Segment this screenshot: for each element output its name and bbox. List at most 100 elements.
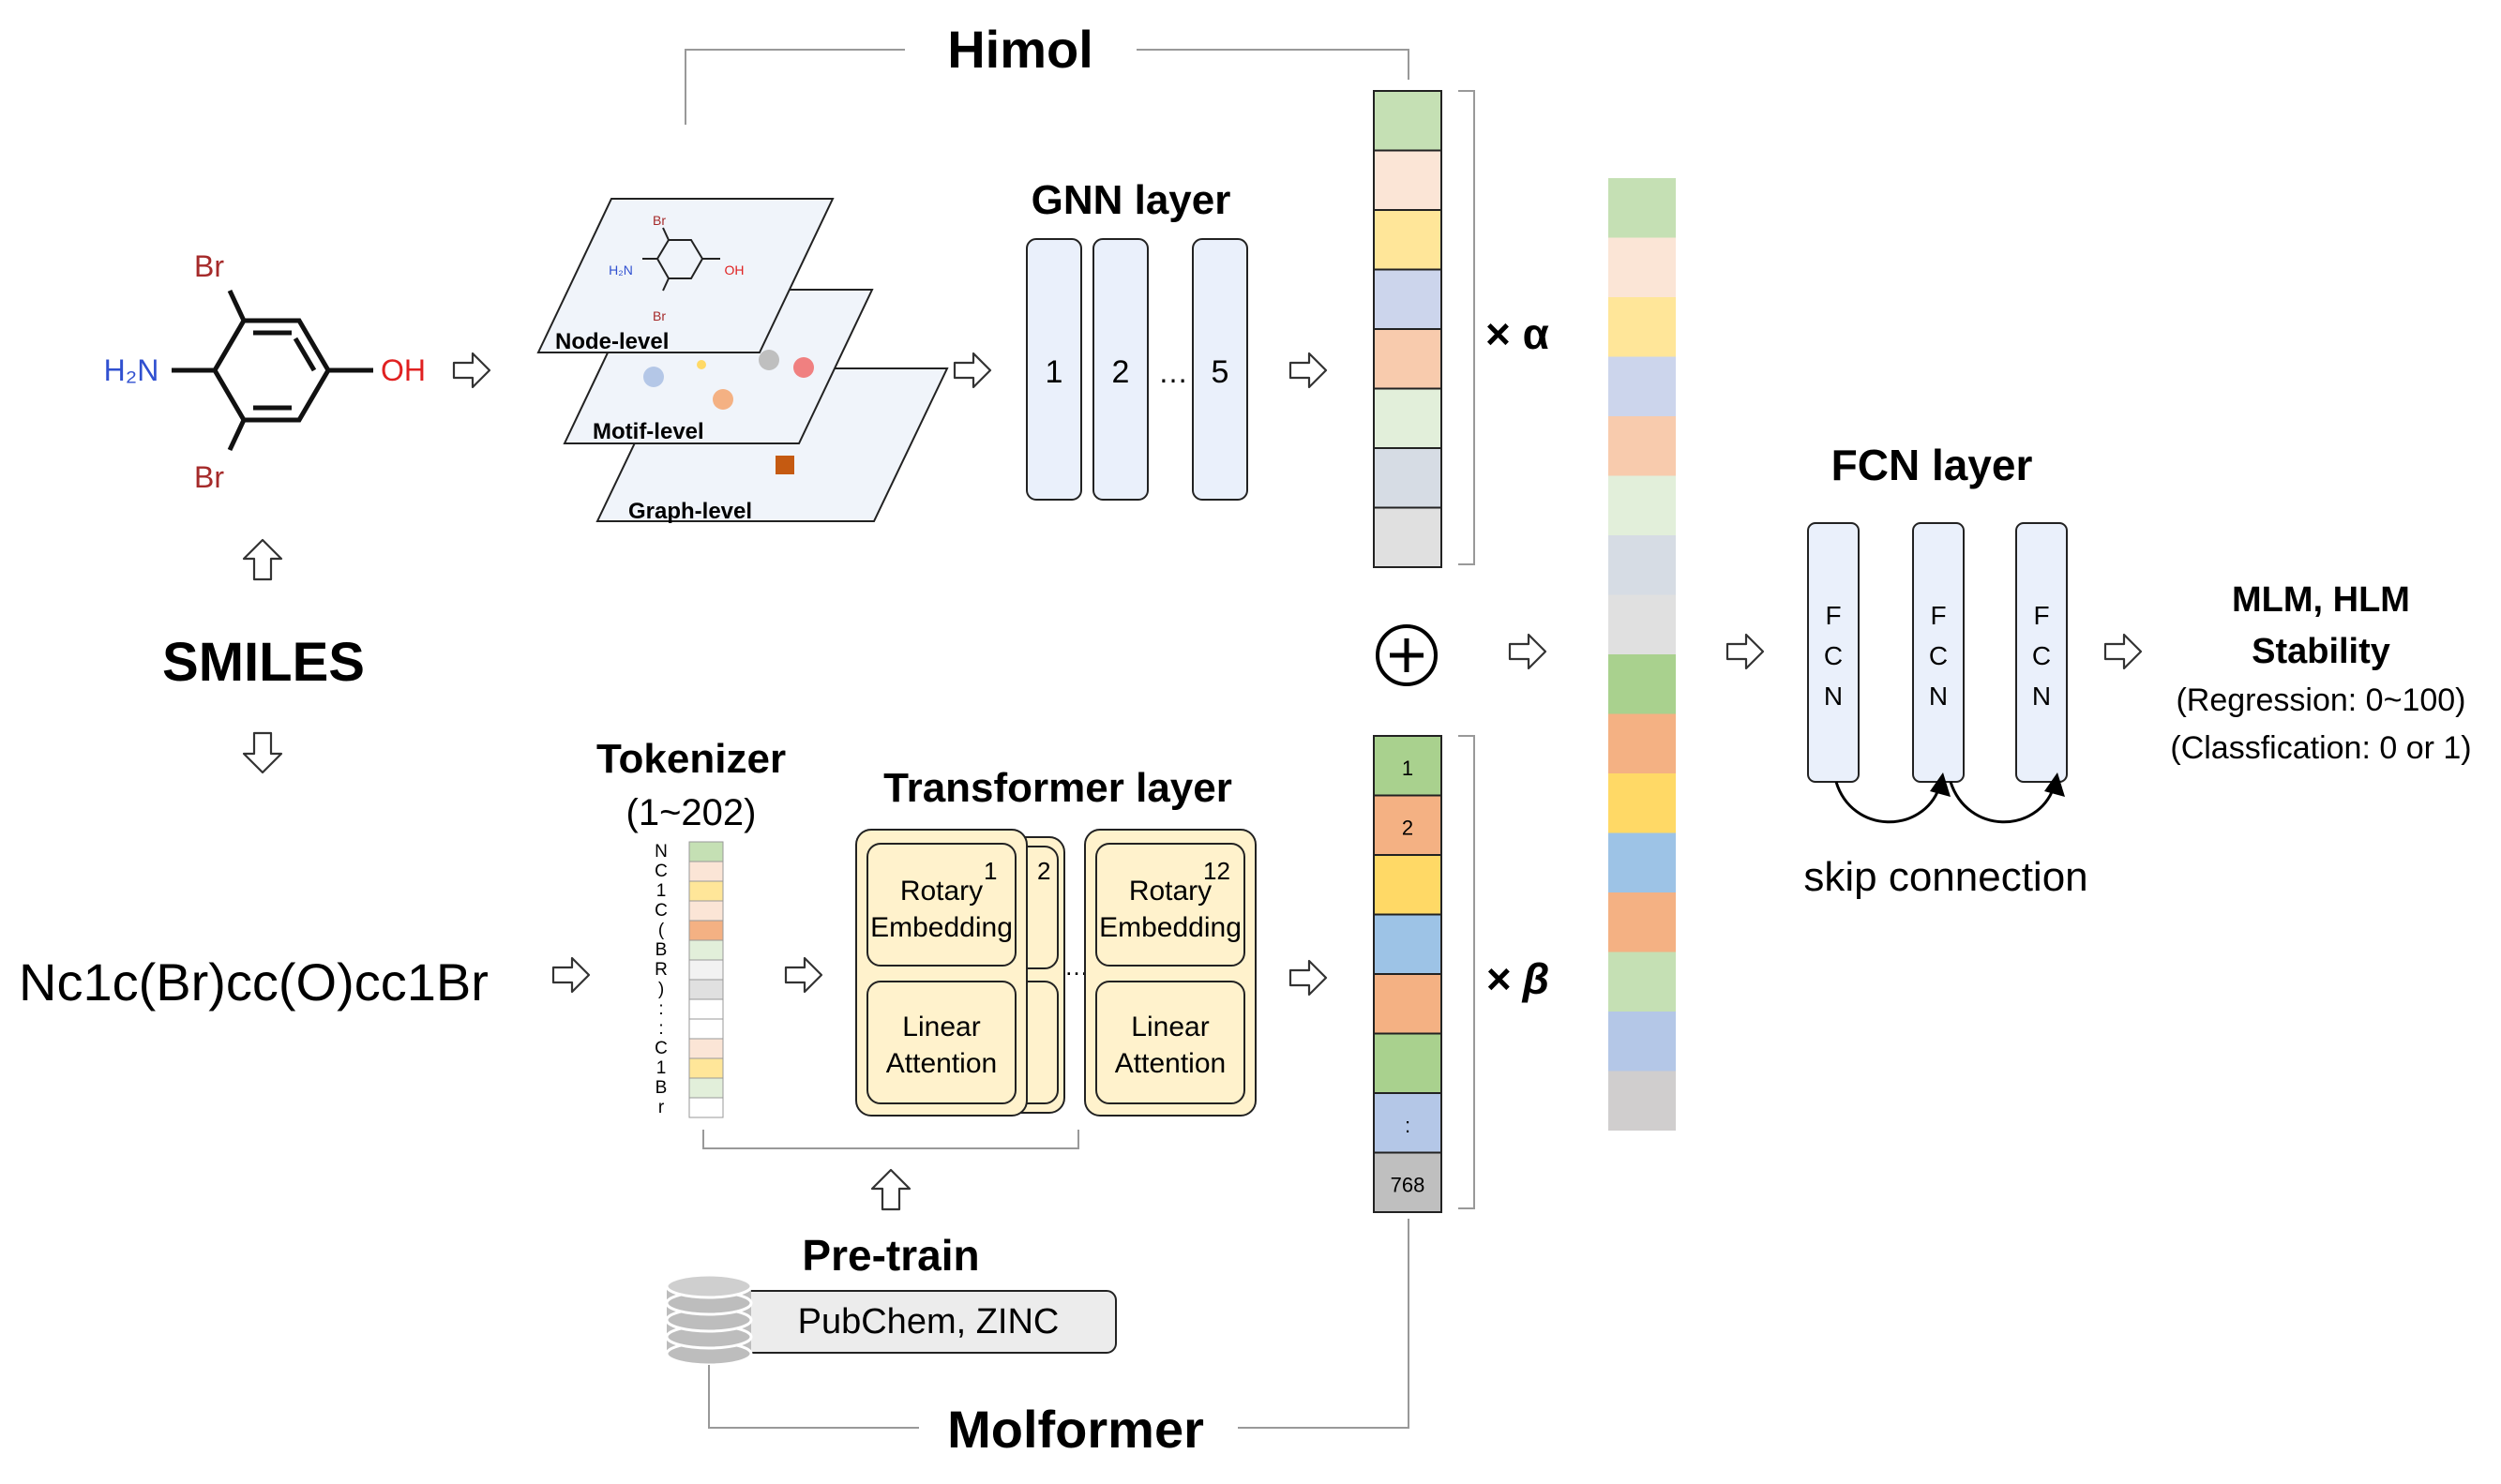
gnn-title: GNN layer [1032,177,1231,223]
linear-attention-label: Linear [1131,1012,1209,1042]
arrow-right-icon [1508,633,1547,670]
linear-attention-label: Attention [886,1048,997,1079]
up-arrow-icon [870,1168,912,1211]
molformer-vector-index: : [1405,1114,1410,1137]
arrow-right-icon [784,956,823,994]
beta-multiplier: × β [1485,954,1549,1003]
transformer-title: Transformer layer [883,765,1232,811]
arrow-right-icon [551,956,591,994]
token-cell [688,861,724,882]
gnn-ellipsis: … [1158,355,1188,389]
pretrain-bracket [702,1130,1079,1149]
gnn-vector-cell [1373,209,1442,271]
molformer-vector-cell [1373,1151,1442,1213]
token-letter: 1 [656,1058,667,1078]
token-cell [688,998,724,1020]
gnn-vector-cell [1373,506,1442,568]
rotary-embedding-label: Rotary [900,876,983,907]
rotary-embedding-label: Embedding [1099,912,1242,943]
gnn-vector-cell [1373,447,1442,509]
molecule-structure [172,289,373,452]
output-classification: (Classfication: 0 or 1) [2170,730,2471,766]
token-cell [688,1018,724,1040]
token-letter: ) [658,980,664,999]
gnn-output-vector [1373,90,1442,568]
concat-vector-cell [1608,297,1676,357]
arrow-right-icon [452,352,491,389]
fcn-letter: C [2032,641,2051,670]
molformer-vector-index: 1 [1402,757,1413,780]
token-cell [688,1038,724,1059]
down-arrow-icon [242,731,283,774]
molecule-nh2: H₂N [104,353,159,387]
token-cell [688,939,724,961]
gnn-block: 5 [1192,238,1248,501]
beta-bracket [1458,735,1475,1209]
fcn-letter: N [1824,682,1843,711]
arrow-right-icon [1725,633,1765,670]
molformer-vector-cell [1373,1032,1442,1094]
svg-text:1: 1 [1046,354,1063,390]
token-cell [688,1077,724,1099]
token-letter: 1 [656,881,667,901]
concat-vector-cell [1608,416,1676,476]
smiles-string: Nc1c(Br)cc(O)cc1Br [19,952,489,1012]
token-letter: ( [658,921,665,940]
rotary-embedding-label: Rotary [1129,876,1212,907]
concat-vector-cell [1608,475,1676,535]
token-letter: R [655,960,668,980]
mini-br-top: Br [653,213,666,228]
token-letter: C [655,862,668,881]
molecule-oh: OH [381,353,426,387]
token-column [688,841,724,1118]
gnn-vector-cell [1373,149,1442,211]
rotary-embedding-label: Embedding [870,912,1013,943]
pretrain-title: Pre-train [802,1231,979,1280]
concat-vector-cell [1608,356,1676,416]
token-letter: B [655,1078,668,1098]
molformer-vector-cell [1373,854,1442,916]
molformer-vector-index: 2 [1402,817,1413,840]
fcn-letter: F [1930,601,1946,630]
arrow-right-icon [953,352,992,389]
svg-text:5: 5 [1212,354,1229,390]
transformer-block-12: 12 Rotary Embedding Linear Attention [1084,829,1257,1117]
molformer-bracket [708,1219,1409,1429]
mini-nh2: H₂N [609,262,633,277]
alpha-bracket [1458,90,1475,565]
block-12-index: 12 [1203,857,1230,885]
gnn-block: 1 [1026,238,1082,501]
transformer-block-1: 1 Rotary Embedding Linear Attention [855,829,1028,1117]
arrow-right-icon [1288,959,1328,997]
fcn-letter: N [2032,682,2051,711]
molecule-br-top: Br [194,249,224,283]
molformer-output-vector [1373,735,1442,1213]
token-letter: C [655,1039,668,1058]
arrow-right-icon [2103,633,2143,670]
fcn-block: FCN [1912,522,1965,783]
concat-vector-cell [1608,1071,1676,1131]
block-2-index: 2 [1037,857,1050,885]
token-cell [688,959,724,981]
graph-level-label: Graph-level [628,499,752,524]
fcn-title: FCN layer [1831,441,2033,489]
token-cell [688,880,724,902]
token-letter: : [658,1019,663,1039]
concat-vector-cell [1608,892,1676,952]
molformer-vector-cell [1373,794,1442,856]
token-cell [688,900,724,922]
token-letter: N [655,842,668,862]
fcn-block: FCN [2015,522,2068,783]
token-letter: B [655,940,668,960]
svg-text:2: 2 [1112,354,1130,390]
fcn-letter: N [1929,682,1948,711]
mini-oh: OH [725,262,745,277]
fcn-block: FCN [1807,522,1860,783]
alpha-multiplier: × α [1485,309,1549,358]
concat-vector-cell [1608,713,1676,773]
concat-vector-cell [1608,654,1676,714]
token-letter: : [658,999,663,1019]
node-level-plane [536,198,835,353]
token-cell [688,841,724,862]
